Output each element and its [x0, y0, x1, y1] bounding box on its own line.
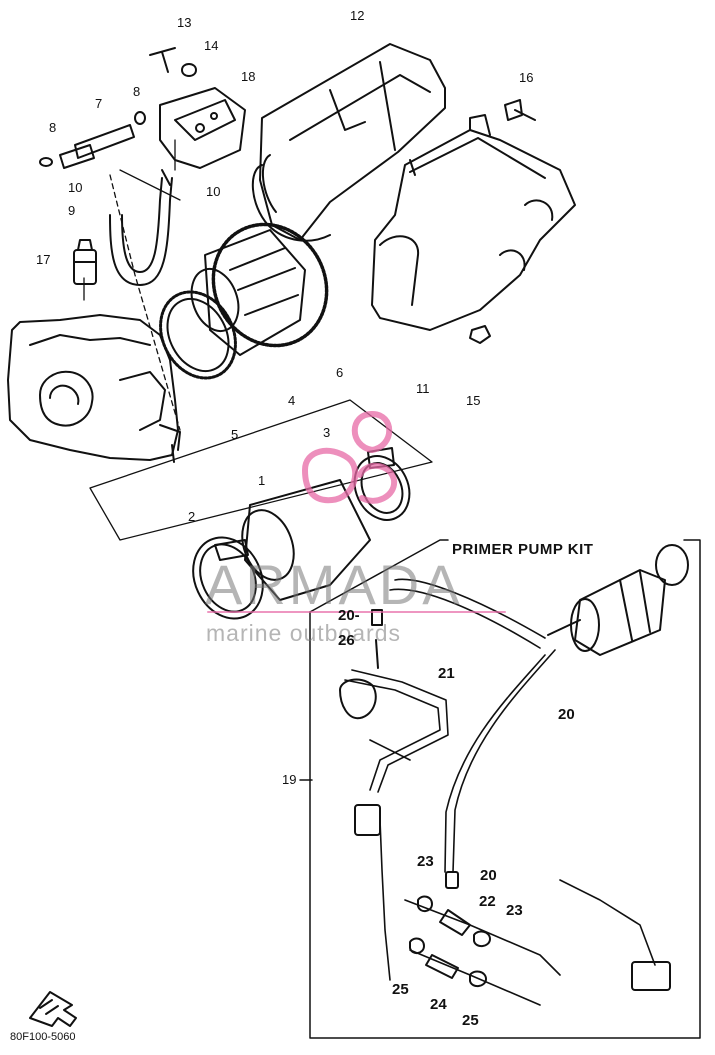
silencer-cover-part	[251, 43, 446, 242]
part-label-25b: 25	[462, 1012, 479, 1029]
part-label-5: 5	[231, 427, 239, 442]
air-silencer-body-part	[371, 114, 576, 331]
part-label-7: 7	[95, 96, 103, 111]
part-label-2: 2	[188, 509, 196, 524]
part-label-21: 21	[438, 665, 455, 682]
part-label-25a: 25	[392, 981, 409, 998]
part-label-23a: 23	[417, 853, 434, 870]
primer-pump-kit-frame	[299, 539, 701, 1039]
part-label-26: 26	[338, 632, 355, 649]
part-label-17: 17	[36, 252, 51, 267]
watermark-logo-icon	[302, 411, 398, 504]
leader-lines	[83, 139, 433, 541]
fastener-parts	[469, 99, 536, 344]
fitting-part	[73, 239, 97, 285]
part-label-24: 24	[430, 996, 447, 1013]
bracket-part	[119, 47, 246, 201]
part-label-10a: 10	[68, 180, 83, 195]
part-label-15: 15	[466, 393, 481, 408]
watermark-subtitle-text: marine outboards	[206, 620, 401, 646]
part-label-12: 12	[350, 8, 365, 23]
part-label-1: 1	[258, 473, 266, 488]
part-label-20b: 20	[558, 706, 575, 723]
part-label-23b: 23	[506, 902, 523, 919]
part-label-4: 4	[288, 393, 296, 408]
part-label-19: 19	[282, 772, 297, 787]
part-label-20c: 20	[480, 867, 497, 884]
primer-kit-fittings	[339, 609, 671, 991]
part-label-10b: 10	[206, 184, 221, 199]
part-label-9: 9	[68, 203, 76, 218]
diagram-code: 80F100-5060	[10, 1031, 76, 1043]
part-label-22: 22	[479, 893, 496, 910]
part-label-18: 18	[241, 69, 256, 84]
primer-pump-kit-title: PRIMER PUMP KIT	[452, 541, 594, 558]
watermark-brand-text: ARMADA	[205, 553, 463, 616]
part-label-13: 13	[177, 15, 192, 30]
intake-duct-parts	[159, 222, 329, 380]
primer-pump-part	[547, 544, 689, 656]
engine-outline-drawing	[7, 314, 181, 463]
part-label-20a: 20-	[338, 607, 360, 624]
front-direction-arrow-icon	[29, 991, 77, 1027]
part-label-3: 3	[323, 425, 331, 440]
part-label-8b: 8	[133, 84, 141, 99]
hose-parts	[39, 111, 173, 286]
part-label-16: 16	[519, 70, 534, 85]
part-label-8a: 8	[49, 120, 57, 135]
part-label-11: 11	[416, 381, 430, 396]
part-label-14: 14	[204, 38, 219, 53]
part-label-6: 6	[336, 365, 344, 380]
